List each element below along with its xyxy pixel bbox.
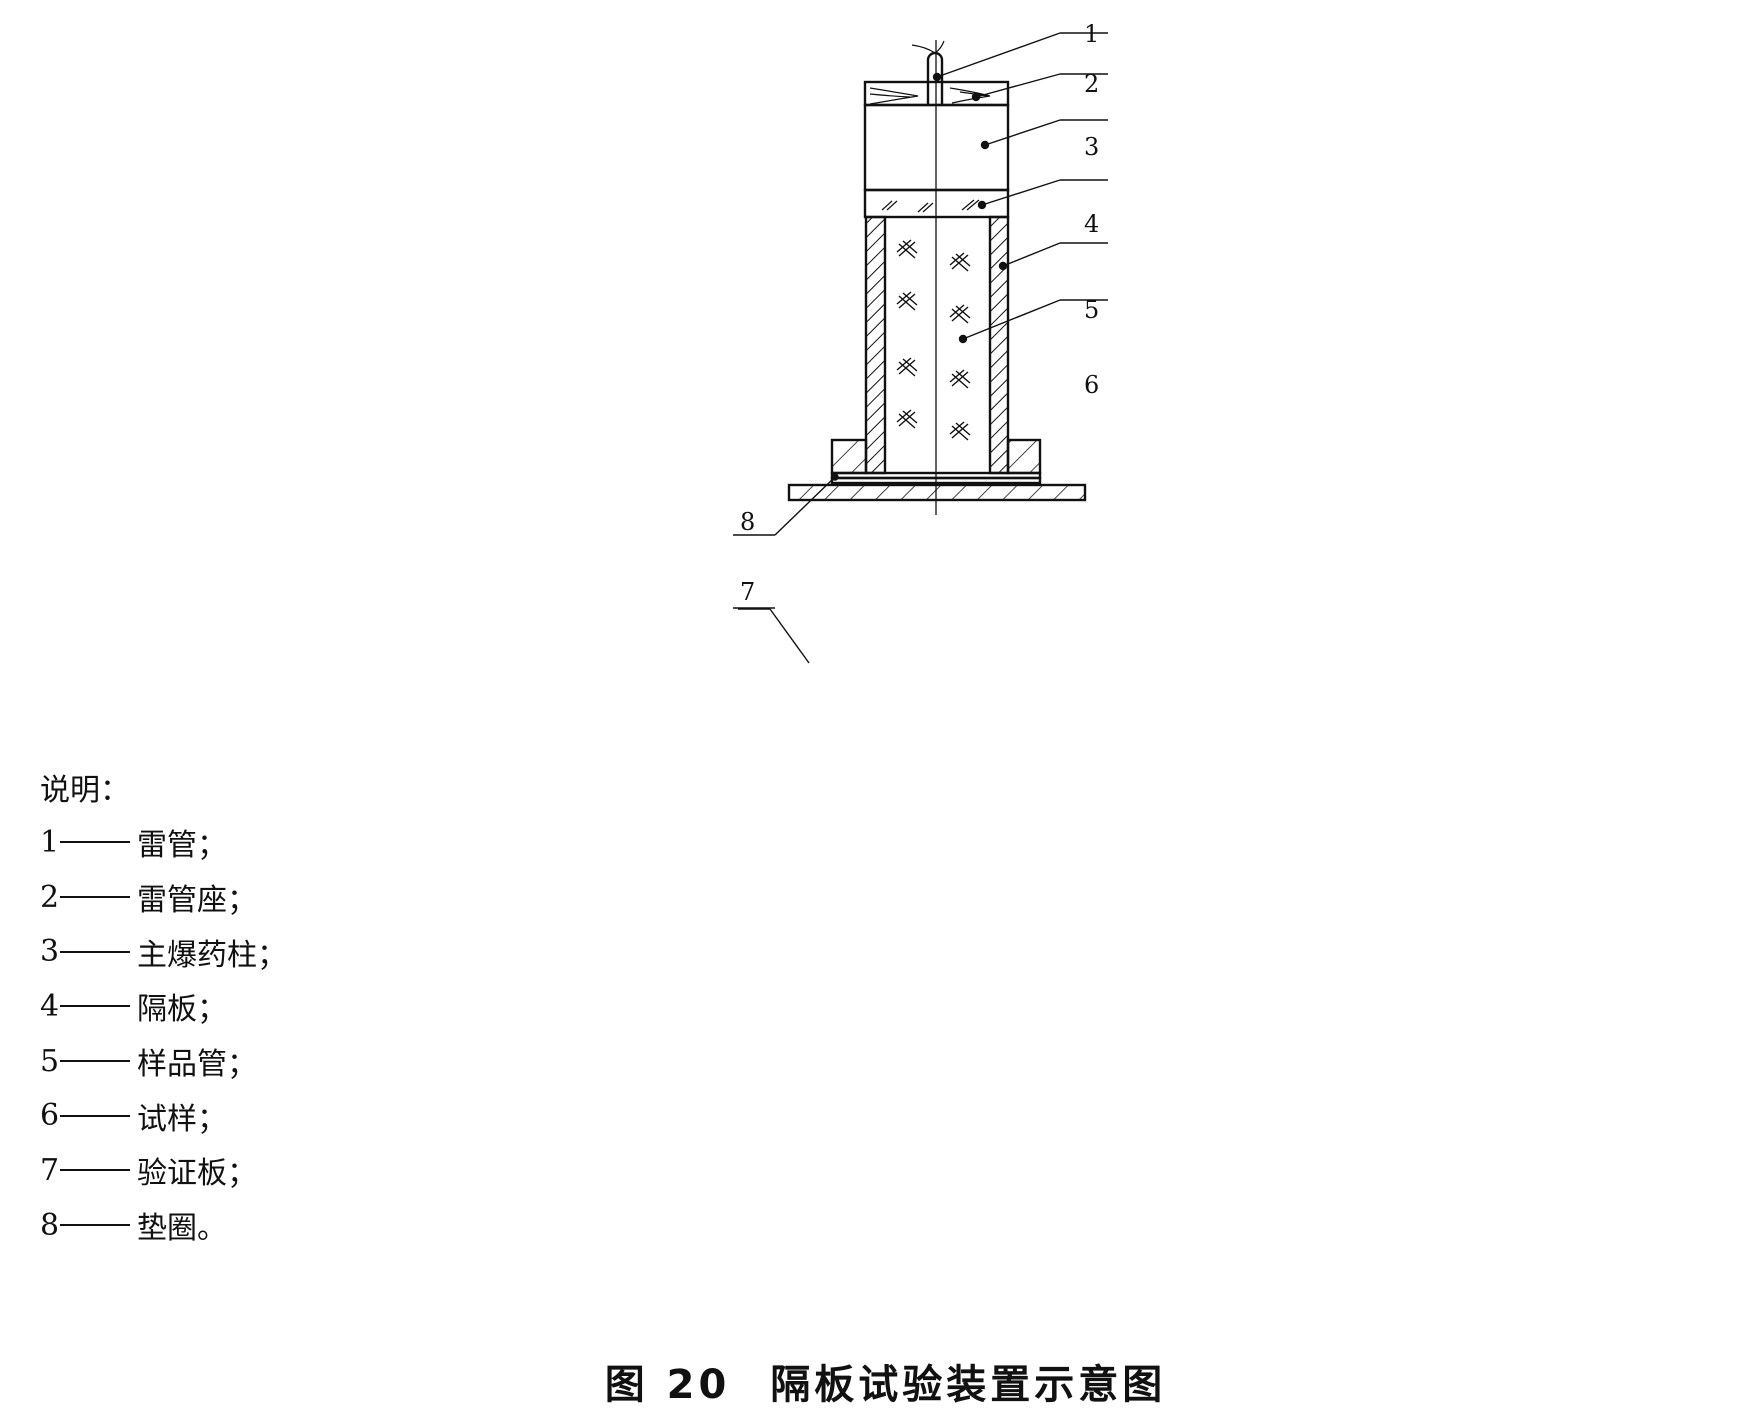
legend-item: 4 隔板； [40,979,287,1034]
legend-item: 2 雷管座； [40,870,287,925]
legend-num: 1 [40,824,60,860]
sample-tube [864,215,1010,475]
legend-item: 1 雷管； [40,815,287,870]
callout-1: 1 [1084,20,1099,48]
callout-2: 2 [1084,70,1099,98]
legend-num: 6 [40,1098,60,1134]
figure-caption: 图 20 隔板试验装置示意图 [0,1352,1751,1410]
legend-dash [60,1224,130,1227]
sample-cross-mark [896,291,918,311]
sample-charge [896,239,971,441]
callout-3: 3 [1084,133,1099,161]
legend-dash [60,1114,130,1117]
sample-cross-mark [896,409,918,429]
callout-8: 8 [740,508,755,536]
figure-title: 隔板试验装置示意图 [770,1362,1167,1408]
legend-item: 6 试样； [40,1088,287,1143]
legend-num: 8 [40,1207,60,1243]
legend-num: 4 [40,988,60,1024]
legend-dash [60,1005,130,1008]
legend-num: 5 [40,1043,60,1079]
base-flange [830,438,1042,475]
sample-cross-mark [949,252,971,272]
callout-leaders [733,32,1108,609]
legend-text: 雷管座； [137,883,257,919]
figure-number: 图 20 [604,1362,731,1408]
legend-item: 5 样品管； [40,1034,287,1089]
legend-num: 2 [40,879,60,915]
detonator [911,40,945,105]
callout-4: 4 [1084,210,1099,238]
legend-dash [60,896,130,899]
legend-dash [60,1169,130,1172]
sample-cross-mark [949,421,971,441]
legend-item: 3 主爆药柱； [40,924,287,979]
legend-dash [60,1060,130,1063]
sample-cross-mark [949,369,971,389]
sample-cross-mark [896,357,918,377]
legend-text: 试样； [137,1101,227,1137]
legend-item: 7 验证板； [40,1143,287,1198]
callout-5: 5 [1084,296,1099,324]
legend-text: 样品管； [137,1047,257,1083]
legend-dash [60,841,130,844]
legend-item: 8 垫圈。 [40,1198,287,1253]
callout-7: 7 [740,578,755,606]
legend-text: 垫圈。 [137,1211,227,1247]
gap-test-apparatus-diagram: 1 2 3 4 5 6 7 8 [733,20,1108,664]
legend-text: 主爆药柱； [137,937,287,973]
legend-text: 隔板； [137,992,227,1028]
legend-dash [60,950,130,953]
sample-cross-mark [896,239,918,259]
legend-text: 验证板； [137,1156,257,1192]
legend-text: 雷管； [137,828,227,864]
legend-num: 7 [40,1152,60,1188]
legend-title: 说明： [40,773,130,808]
legend-num: 3 [40,934,60,970]
callout-6: 6 [1084,371,1099,399]
witness-plate [787,483,1087,502]
sample-cross-mark [949,304,971,324]
